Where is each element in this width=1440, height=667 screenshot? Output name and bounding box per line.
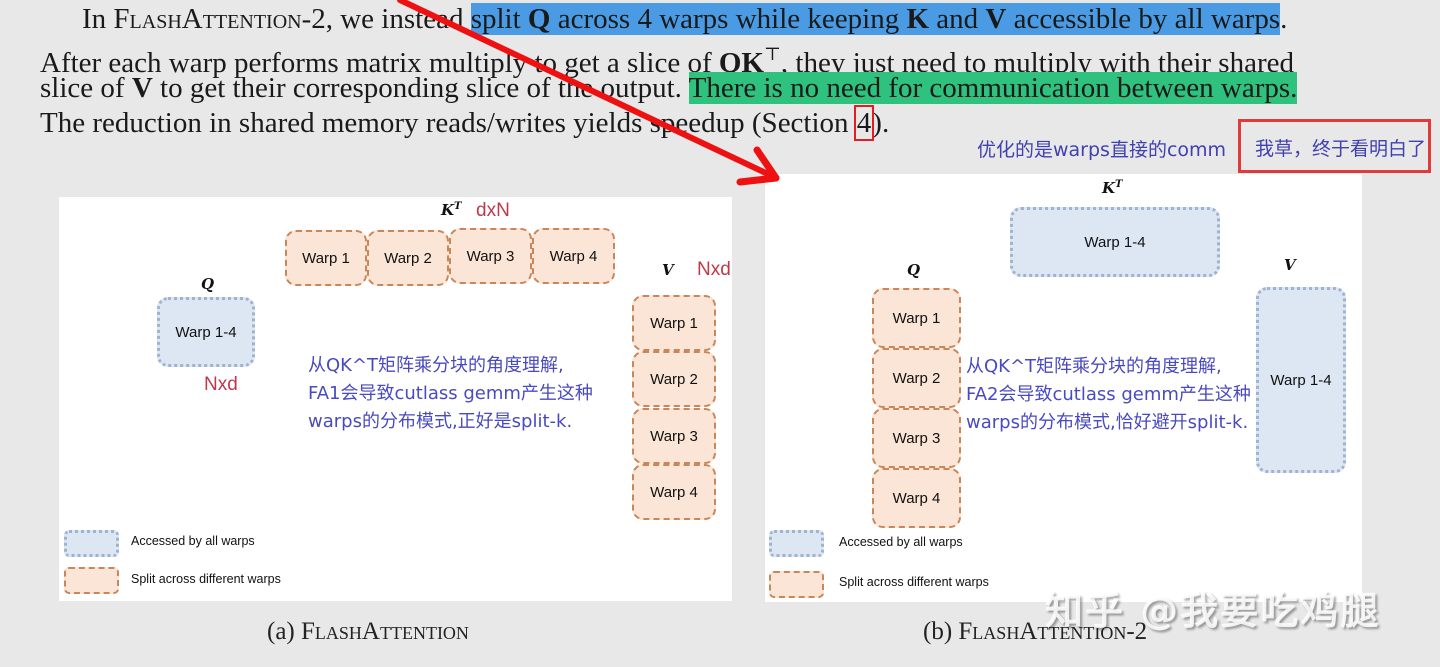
- q-warp-1: Warp 1: [872, 288, 961, 348]
- text: In: [82, 3, 114, 35]
- v-warp-4: Warp 4: [632, 464, 716, 520]
- blue-highlight: split Q across 4 warps while keeping K a…: [470, 3, 1281, 35]
- v-warp-1: Warp 1: [632, 295, 716, 351]
- q-box: Warp 1-4: [157, 297, 255, 367]
- q-label: Q: [201, 275, 215, 293]
- figure-b-note: 从QK^T矩阵乘分块的角度理解, FA2会导致cutlass gemm产生这种 …: [966, 356, 1251, 433]
- paragraph-line-4: The reduction in shared memory reads/wri…: [40, 105, 890, 141]
- q-dim-label: Nxd: [204, 374, 238, 395]
- kt-warp-1: Warp 1: [285, 230, 367, 286]
- annotation-note: 优化的是warps直接的comm: [977, 139, 1227, 161]
- v-warp-3: Warp 3: [632, 408, 716, 464]
- kt-box: Warp 1-4: [1010, 207, 1220, 277]
- legend-shared-swatch: [769, 530, 824, 557]
- text: , we instead: [325, 3, 471, 35]
- figure-a-caption: (a) FlashAttention: [267, 618, 469, 645]
- kt-warp-3: Warp 3: [449, 228, 532, 284]
- legend-shared-swatch: [64, 530, 119, 557]
- figure-a-panel: KT dxN Warp 1 Warp 2 Warp 3 Warp 4 Q War…: [59, 197, 732, 601]
- q-label: Q: [907, 261, 921, 279]
- legend-split-swatch: [64, 567, 119, 594]
- figure-b-caption: (b) FlashAttention-2: [923, 618, 1148, 645]
- kt-label: KT: [1102, 179, 1123, 197]
- q-warp-3: Warp 3: [872, 408, 961, 468]
- legend-shared-label: Accessed by all warps: [131, 534, 255, 548]
- kt-dim-label: dxN: [476, 200, 510, 221]
- v-dim-label: Nxd: [697, 259, 731, 280]
- paragraph-line-1: In FlashAttention-2, we instead split Q …: [82, 3, 1288, 35]
- v-warp-2: Warp 2: [632, 351, 716, 407]
- figure-a-note: 从QK^T矩阵乘分块的角度理解, FA1会导致cutlass gemm产生这种 …: [308, 355, 593, 432]
- q-warp-4: Warp 4: [872, 468, 961, 528]
- legend-split-label: Split across different warps: [131, 572, 281, 586]
- q-warp-2: Warp 2: [872, 348, 961, 408]
- v-label: V: [662, 261, 674, 279]
- paragraph-line-3: slice of V to get their corresponding sl…: [40, 72, 1298, 104]
- green-highlight: There is no need for communication betwe…: [688, 72, 1298, 104]
- annotation-boxed-note: 我草，终于看明白了: [1238, 119, 1431, 173]
- v-label: V: [1284, 256, 1296, 274]
- kt-warp-4: Warp 4: [532, 228, 615, 284]
- legend-split-swatch: [769, 571, 824, 598]
- method-name: FlashAttention-2: [113, 3, 326, 35]
- watermark: 知乎 @我要吃鸡腿: [1045, 589, 1381, 633]
- kt-warp-2: Warp 2: [367, 230, 449, 286]
- section-reference-link[interactable]: 4: [853, 105, 875, 141]
- legend-split-label: Split across different warps: [839, 575, 989, 589]
- figure-b-panel: KT Warp 1-4 Q Warp 1 Warp 2 Warp 3 Warp …: [765, 174, 1362, 602]
- legend-shared-label: Accessed by all warps: [839, 535, 963, 549]
- v-box: Warp 1-4: [1256, 287, 1346, 473]
- kt-label: KT: [441, 201, 462, 219]
